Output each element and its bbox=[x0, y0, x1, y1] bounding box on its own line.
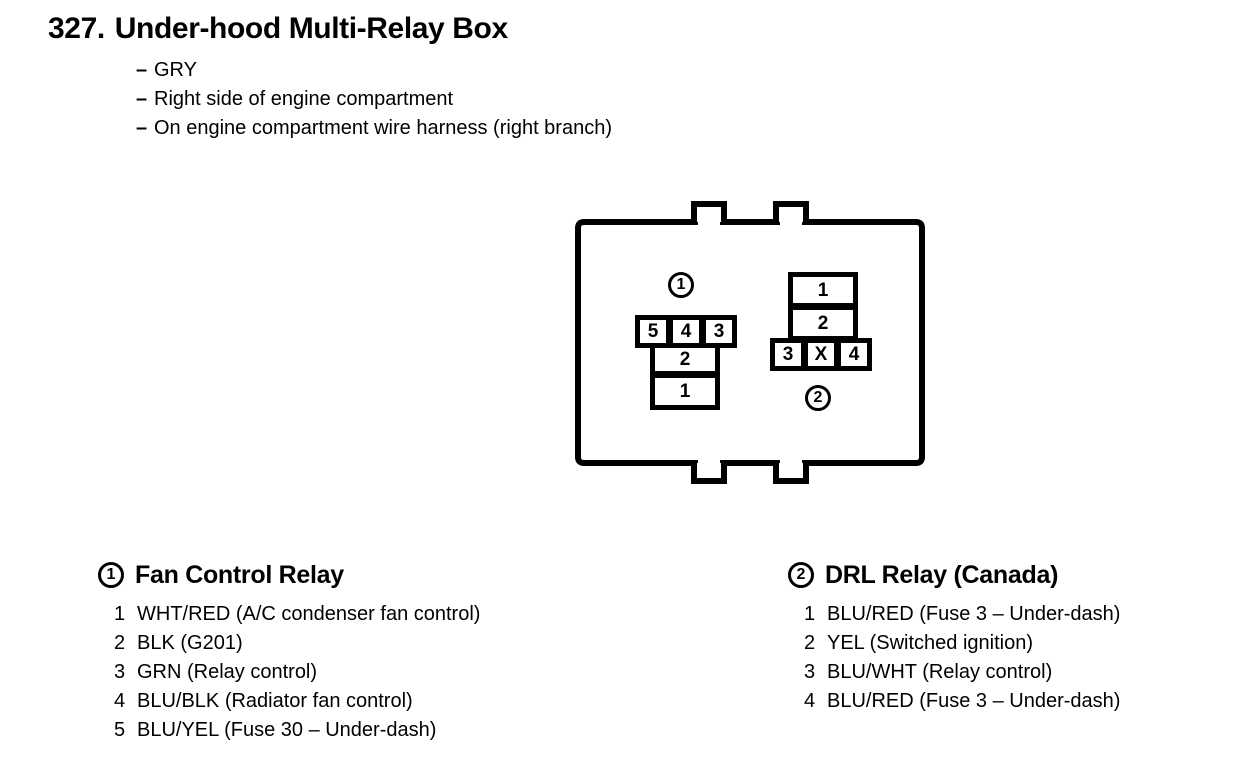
section-title: Under-hood Multi-Relay Box bbox=[114, 12, 508, 45]
header-note: – GRY bbox=[136, 56, 1148, 85]
legend-pin-number: 1 bbox=[804, 603, 816, 625]
legend-pin-text: BLU/WHT (Relay control) bbox=[827, 661, 1053, 683]
legend-pin-row: 4 BLU/RED (Fuse 3 – Under-dash) bbox=[804, 687, 1120, 716]
relay-box-diagram: 1 2 5 4 3 2 1 1 2 3 X 4 bbox=[560, 188, 940, 498]
header-note-text: GRY bbox=[154, 59, 197, 81]
connector2-pin-3: 3 bbox=[770, 338, 806, 371]
legend-header: 2 DRL Relay (Canada) bbox=[788, 560, 1120, 590]
page-header: 327. Under-hood Multi-Relay Box – GRY – … bbox=[48, 12, 1148, 143]
legend-pin-list: 1 WHT/RED (A/C condenser fan control) 2 … bbox=[114, 600, 480, 745]
legend-pin-row: 2 BLK (G201) bbox=[114, 629, 480, 658]
legend-pin-row: 2 YEL (Switched ignition) bbox=[804, 629, 1120, 658]
dash-glyph: – bbox=[136, 59, 148, 81]
page-title: 327. Under-hood Multi-Relay Box bbox=[48, 12, 1148, 46]
relay-box-outline bbox=[575, 201, 925, 484]
header-notes: – GRY – Right side of engine compartment… bbox=[136, 56, 1148, 143]
legend-marker-2: 2 bbox=[788, 562, 814, 588]
diagram-callout-2: 2 bbox=[805, 385, 831, 411]
legend-pin-row: 5 BLU/YEL (Fuse 30 – Under-dash) bbox=[114, 716, 480, 745]
legend-pin-text: YEL (Switched ignition) bbox=[827, 632, 1034, 654]
legend-marker-1: 1 bbox=[98, 562, 124, 588]
legend-pin-text: BLU/YEL (Fuse 30 – Under-dash) bbox=[137, 719, 437, 741]
connector2-pin-4: 4 bbox=[836, 338, 872, 371]
legend-pin-row: 3 BLU/WHT (Relay control) bbox=[804, 658, 1120, 687]
connector1-pin-2: 2 bbox=[650, 343, 720, 376]
legend-pin-number: 2 bbox=[804, 632, 816, 654]
legend-pin-row: 3 GRN (Relay control) bbox=[114, 658, 480, 687]
legend-fan-control-relay: 1 Fan Control Relay 1 WHT/RED (A/C conde… bbox=[98, 560, 480, 745]
legend-header: 1 Fan Control Relay bbox=[98, 560, 480, 590]
legend-pin-row: 1 BLU/RED (Fuse 3 – Under-dash) bbox=[804, 600, 1120, 629]
legend-pin-text: WHT/RED (A/C condenser fan control) bbox=[137, 603, 481, 625]
connector2-pin-1: 1 bbox=[788, 272, 858, 308]
legend-pin-number: 4 bbox=[114, 690, 126, 712]
legend-pin-text: BLU/RED (Fuse 3 – Under-dash) bbox=[827, 690, 1121, 712]
legend-pin-number: 2 bbox=[114, 632, 126, 654]
legend-pin-text: BLU/BLK (Radiator fan control) bbox=[137, 690, 413, 712]
legend-pin-number: 3 bbox=[804, 661, 816, 683]
dash-glyph: – bbox=[136, 88, 148, 110]
legend-title: Fan Control Relay bbox=[135, 560, 344, 589]
legend-pin-text: BLK (G201) bbox=[137, 632, 243, 654]
connector2-pin-2: 2 bbox=[788, 305, 858, 341]
legend-title: DRL Relay (Canada) bbox=[825, 560, 1059, 589]
diagram-callout-1: 1 bbox=[668, 272, 694, 298]
legend-pin-number: 3 bbox=[114, 661, 126, 683]
legend-pin-number: 1 bbox=[114, 603, 126, 625]
header-note: – On engine compartment wire harness (ri… bbox=[136, 114, 1148, 143]
header-note-text: On engine compartment wire harness (righ… bbox=[154, 117, 612, 139]
legend-pin-number: 4 bbox=[804, 690, 816, 712]
legend-pin-row: 1 WHT/RED (A/C condenser fan control) bbox=[114, 600, 480, 629]
legend-pin-row: 4 BLU/BLK (Radiator fan control) bbox=[114, 687, 480, 716]
header-note-text: Right side of engine compartment bbox=[154, 88, 454, 110]
legend-pin-text: GRN (Relay control) bbox=[137, 661, 318, 683]
legend-pin-number: 5 bbox=[114, 719, 126, 741]
legend-pin-list: 1 BLU/RED (Fuse 3 – Under-dash) 2 YEL (S… bbox=[804, 600, 1120, 716]
legend-drl-relay: 2 DRL Relay (Canada) 1 BLU/RED (Fuse 3 –… bbox=[788, 560, 1120, 716]
section-number: 327. bbox=[48, 12, 105, 45]
connector2-pin-blank: X bbox=[803, 338, 839, 371]
header-note: – Right side of engine compartment bbox=[136, 85, 1148, 114]
legend-pin-text: BLU/RED (Fuse 3 – Under-dash) bbox=[827, 603, 1121, 625]
dash-glyph: – bbox=[136, 117, 148, 139]
connector1-pin-1: 1 bbox=[650, 373, 720, 410]
